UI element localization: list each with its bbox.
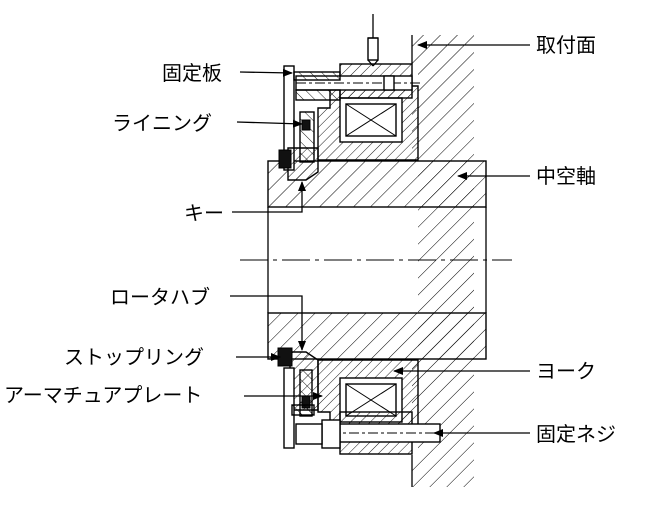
lining-armature-top — [278, 111, 319, 181]
armature-plate-bottom — [277, 347, 319, 449]
label-stopping-ring: ストップリング — [64, 345, 204, 369]
label-key: キー — [184, 201, 224, 225]
label-fixing-screw: 固定ネジ — [536, 422, 616, 446]
leader-lines — [230, 41, 530, 437]
yoke-upper — [317, 85, 419, 161]
label-armature-plate: アーマチュアプレート — [4, 383, 202, 407]
fixing-screw — [295, 411, 444, 455]
label-fixed-plate: 固定板 — [162, 61, 222, 85]
label-mounting-surface: 取付面 — [536, 33, 596, 57]
mounting-wall — [411, 35, 474, 487]
label-lining: ライニング — [112, 111, 212, 135]
hollow-shaft — [240, 160, 512, 360]
label-yoke: ヨーク — [536, 359, 596, 383]
label-rotor-hub: ロータハブ — [110, 285, 210, 309]
top-bolt-assembly — [295, 14, 420, 101]
label-hollow-shaft: 中空軸 — [536, 164, 596, 188]
